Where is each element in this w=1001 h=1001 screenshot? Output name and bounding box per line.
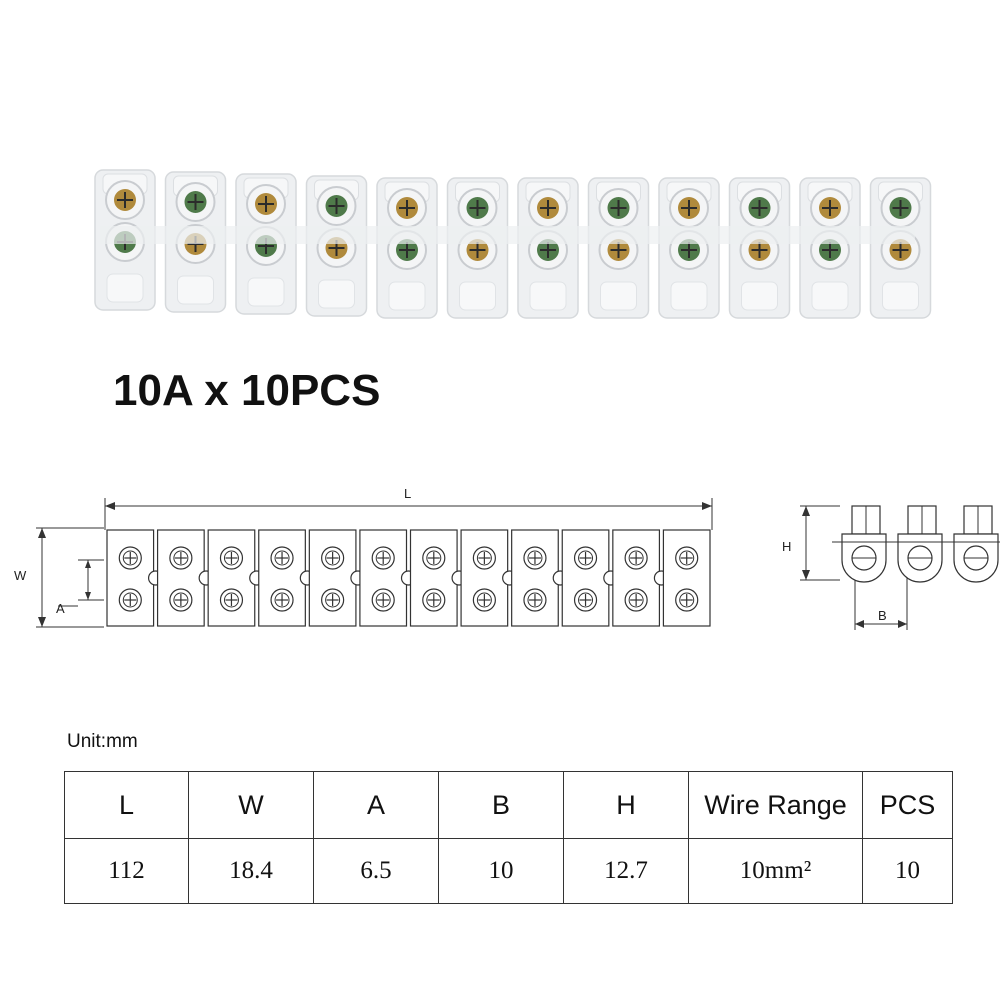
spec-value-cell: 6.5: [313, 838, 439, 904]
terminal-strip-outline: [106, 529, 711, 627]
spec-header-cell: L: [64, 771, 189, 839]
spec-table: L W A B H Wire Range PCS 112 18.4 6.5 10…: [64, 771, 953, 904]
product-photo: [94, 169, 932, 319]
width-label: W: [14, 568, 27, 583]
terminal-strip-photo: [94, 169, 932, 319]
spec-value-cell: 10mm²: [688, 838, 863, 904]
terminal-cell-outline: [106, 529, 155, 627]
terminal-cell-outline: [308, 529, 357, 627]
terminal-cell-photo: [799, 177, 861, 319]
spacing-label: B: [878, 608, 887, 623]
terminal-cell-photo: [305, 175, 368, 317]
terminal-cell-photo: [446, 177, 509, 319]
spec-value-cell: 18.4: [188, 838, 314, 904]
spec-value-cell: 10: [862, 838, 953, 904]
spec-value-row: 112 18.4 6.5 10 12.7 10mm² 10: [64, 838, 953, 904]
front-dimension-diagram: L W A: [14, 486, 713, 628]
spec-header-cell: A: [313, 771, 439, 839]
strip-bridge: [100, 226, 915, 244]
terminal-cell-photo: [376, 177, 438, 319]
terminal-side-outline: [832, 505, 1000, 583]
spec-value-cell: 10: [438, 838, 564, 904]
spec-header-row: L W A B H Wire Range PCS: [64, 771, 953, 839]
terminal-cell-outline: [409, 529, 458, 627]
spec-value-cell: 112: [64, 838, 189, 904]
side-dimension-diagram: H B: [782, 505, 1000, 630]
terminal-cell-photo: [728, 177, 791, 319]
terminal-cell-photo: [658, 177, 720, 319]
terminal-cell-photo: [869, 177, 932, 319]
spec-header-cell: B: [438, 771, 564, 839]
spec-value-cell: 12.7: [563, 838, 689, 904]
terminal-cell-outline: [460, 529, 509, 627]
headline: 10A x 10PCS: [113, 366, 381, 415]
terminal-cell-outline: [561, 529, 610, 627]
terminal-side-cell: [897, 505, 943, 583]
pitch-label: A: [56, 601, 65, 616]
unit-label: Unit:mm: [67, 731, 138, 752]
terminal-side-cell: [953, 505, 999, 583]
terminal-cell-outline: [359, 529, 408, 627]
terminal-cell-outline: [258, 529, 306, 627]
height-label: H: [782, 539, 791, 554]
spec-header-cell: Wire Range: [688, 771, 863, 839]
terminal-cell-outline: [612, 529, 661, 627]
spec-header-cell: PCS: [862, 771, 953, 839]
terminal-cell-outline: [156, 529, 205, 627]
terminal-cell-outline: [207, 529, 256, 627]
terminal-cell-photo: [587, 177, 650, 319]
spec-header-cell: H: [563, 771, 689, 839]
length-label: L: [404, 486, 411, 501]
terminal-cell-photo: [517, 177, 579, 319]
terminal-side-cell: [841, 505, 887, 583]
terminal-cell-outline: [662, 529, 711, 627]
spec-header-cell: W: [188, 771, 314, 839]
terminal-cell-outline: [511, 529, 559, 627]
